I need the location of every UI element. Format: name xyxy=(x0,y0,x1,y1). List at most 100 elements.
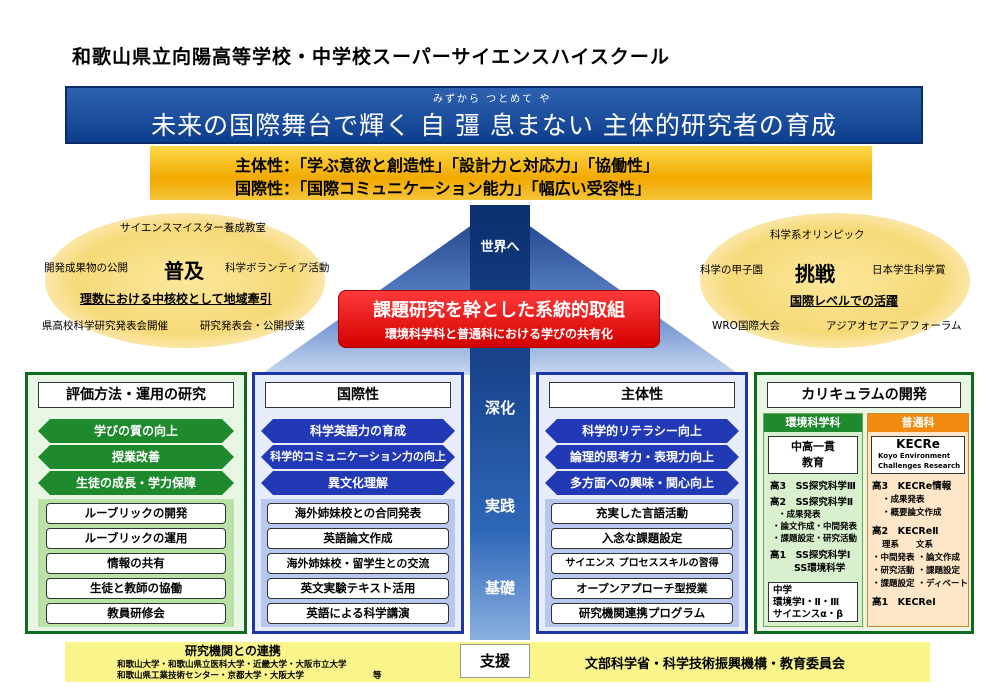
auto-hex-1: 科学的リテラシー向上 xyxy=(545,419,739,443)
env-track-head: 環境科学科 xyxy=(764,414,862,432)
gen-kecre: KECRe xyxy=(896,437,940,451)
right-blob-title: 挑戦 xyxy=(795,262,835,286)
column-eval: 評価方法・運用の研究 学びの質の向上 授業改善 生徒の成長・学力保障 ルーブリッ… xyxy=(25,372,247,634)
env-integrated-line2: 教育 xyxy=(802,456,824,469)
left-item-right: 科学ボランティア活動 xyxy=(225,262,330,274)
left-item-bl: 県高校科学研究発表会開催 xyxy=(42,320,168,332)
core-box: 課題研究を幹とした系統的取組 環境科学科と普通科における学びの共有化 xyxy=(338,290,660,348)
gen-track-head: 普通科 xyxy=(868,414,968,432)
eval-box-1: ルーブリックの開発 xyxy=(46,503,226,524)
env-line-4: ・論文作成・中間発表 xyxy=(772,522,858,532)
right-underline: 国際レベルでの活躍 xyxy=(790,294,899,308)
gen-kecre-box: KECRe Koyo Environment Challenges Resear… xyxy=(871,436,965,474)
intl-box-3: 海外姉妹校・留学生との交流 xyxy=(267,553,449,574)
intl-hex-3: 異文化理解 xyxy=(261,471,455,495)
gen-kecre-sub-2: Challenges Research xyxy=(878,462,961,470)
mission-banner: みずから つとめて や 未来の国際舞台で輝く 自 彊 息まない 主体的研究者の育… xyxy=(65,86,923,144)
env-junior-high: 中学 環境学Ⅰ・Ⅱ・Ⅲ サイエンスα・β xyxy=(768,582,858,622)
env-track: 環境科学科 中高一貫 教育 高3 SS探究科学Ⅲ 高2 SS探究科学Ⅱ ・成果発… xyxy=(763,413,863,627)
core-subtitle: 環境科学科と普通科における学びの共有化 xyxy=(384,327,613,341)
pillar-practice: 実践 xyxy=(484,497,515,515)
support-band: 研究機関との連携 和歌山大学・和歌山県立医科大学・近畿大学・大阪市立大学 和歌山… xyxy=(65,642,930,682)
env-integrated: 中高一貫 教育 xyxy=(768,436,858,474)
left-item-left: 開発成果物の公開 xyxy=(44,262,128,274)
traits-band: 主体性：「学ぶ意欲と創造性」「設計力と対応力」「協働性」 国際性：「国際コミュニ… xyxy=(150,146,872,200)
intl-box-1: 海外姉妹校との合同発表 xyxy=(267,503,449,524)
pillar-deepen: 深化 xyxy=(484,399,515,417)
column-auto-head: 主体性 xyxy=(549,382,735,408)
eval-box-2: ルーブリックの運用 xyxy=(46,528,226,549)
column-curr: カリキュラムの開発 環境科学科 中高一貫 教育 高3 SS探究科学Ⅲ 高2 SS… xyxy=(754,372,974,634)
gen-line-4: 高2 KECReⅡ xyxy=(872,526,939,537)
gen-line-5: 理系 文系 xyxy=(882,540,934,550)
school-title: 和歌山県立向陽高等学校・中学校スーパーサイエンスハイスクール xyxy=(72,46,670,68)
eval-hex-1: 学びの質の向上 xyxy=(38,419,234,443)
auto-hex-3: 多方面への興味・関心向上 xyxy=(545,471,739,495)
footer-left-title: 研究機関との連携 xyxy=(185,644,281,658)
trait-international: 国際性：「国際コミュニケーション能力」「幅広い受容性」 xyxy=(235,179,651,198)
intl-hex-1: 科学英語力の育成 xyxy=(261,419,455,443)
eval-box-5: 教員研修会 xyxy=(46,603,226,624)
gen-line-1: 高3 KECRe情報 xyxy=(872,481,952,492)
right-item-br: アジアオセアニアフォーラム xyxy=(826,320,962,332)
eval-hex-3: 生徒の成長・学力保障 xyxy=(38,471,234,495)
core-title: 課題研究を幹とした系統的取組 xyxy=(373,300,625,321)
auto-box-4: オープンアプローチ型授業 xyxy=(551,578,733,599)
left-underline: 理数における中核校として地域牽引 xyxy=(80,292,272,306)
intl-box-4: 英文実験テキスト活用 xyxy=(267,578,449,599)
left-blob xyxy=(45,213,325,348)
mission-text: 未来の国際舞台で輝く 自 彊 息まない 主体的研究者の育成 xyxy=(151,111,837,140)
auto-hex-2: 論理的思考力・表現力向上 xyxy=(545,445,739,469)
env-jh-2: 環境学Ⅰ・Ⅱ・Ⅲ xyxy=(773,597,840,608)
footer-left-line2: 和歌山県工業技術センター・京都大学・大阪大学 xyxy=(117,671,305,681)
right-blob xyxy=(700,213,970,348)
footer-support: 支援 xyxy=(460,644,530,678)
env-line-7: SS環境科学 xyxy=(794,563,846,574)
auto-box-2: 入念な課題設定 xyxy=(551,528,733,549)
footer-right: 文部科学省・科学技術振興機構・教育委員会 xyxy=(585,657,846,672)
env-line-3: ・成果発表 xyxy=(778,510,821,520)
center-pillar: 世界へ 深化 実践 基礎 xyxy=(470,205,530,640)
eval-box-3: 情報の共有 xyxy=(46,553,226,574)
eval-hex-2: 授業改善 xyxy=(38,445,234,469)
intl-box-2: 英語論文作成 xyxy=(267,528,449,549)
auto-box-1: 充実した言語活動 xyxy=(551,503,733,524)
gen-track: 普通科 KECRe Koyo Environment Challenges Re… xyxy=(867,413,969,627)
env-line-5: ・課題設定・研究活動 xyxy=(772,534,858,544)
right-item-left: 科学の甲子園 xyxy=(700,264,763,276)
gen-line-3: ・概要論文作成 xyxy=(882,508,942,518)
right-item-top: 科学系オリンピック xyxy=(770,229,865,241)
gen-line-8: ・課題設定 ・ディベート xyxy=(872,579,968,589)
gen-line-6: ・中間発表 ・論文作成 xyxy=(872,553,960,563)
gen-line-2: ・成果発表 xyxy=(882,495,925,505)
intl-hex-2: 科学的コミュニケーション力の向上 xyxy=(261,445,455,469)
mission-ruby: みずから つとめて や xyxy=(433,94,552,105)
left-item-br: 研究発表会・公開授業 xyxy=(200,320,305,332)
column-curr-head: カリキュラムの開発 xyxy=(767,382,961,408)
column-auto: 主体性 科学的リテラシー向上 論理的思考力・表現力向上 多方面への興味・関心向上… xyxy=(536,372,748,634)
left-blob-title: 普及 xyxy=(164,259,204,283)
intl-box-5: 英語による科学講演 xyxy=(267,603,449,624)
env-line-6: 高1 SS探究科学Ⅰ xyxy=(770,550,851,561)
column-eval-head: 評価方法・運用の研究 xyxy=(38,382,234,408)
footer-left-line1: 和歌山大学・和歌山県立医科大学・近畿大学・大阪市立大学 xyxy=(117,660,347,670)
gen-kecre-sub-1: Koyo Environment xyxy=(878,452,951,460)
gen-line-9: 高1 KECReⅠ xyxy=(872,597,936,608)
pillar-world: 世界へ xyxy=(480,240,520,255)
right-item-right: 日本学生科学賞 xyxy=(872,264,946,276)
env-jh-1: 中学 xyxy=(773,585,793,596)
env-jh-3: サイエンスα・β xyxy=(773,609,844,620)
env-line-2: 高2 SS探究科学Ⅱ xyxy=(770,497,854,508)
eval-box-4: 生徒と教師の協働 xyxy=(46,578,226,599)
trait-autonomy: 主体性：「学ぶ意欲と創造性」「設計力と対応力」「協働性」 xyxy=(235,156,660,175)
footer-left-etc: 等 xyxy=(373,671,382,681)
auto-box-3: サイエンス プロセススキルの習得 xyxy=(551,553,733,574)
left-item-top: サイエンスマイスター養成教室 xyxy=(120,222,267,234)
gen-line-7: ・研究活動 ・課題設定 xyxy=(872,566,960,576)
right-item-bl: WRO国際大会 xyxy=(712,320,780,332)
column-intl-head: 国際性 xyxy=(265,382,451,408)
pillar-base: 基礎 xyxy=(484,579,515,597)
auto-box-5: 研究機関連携プログラム xyxy=(551,603,733,624)
env-line-1: 高3 SS探究科学Ⅲ xyxy=(770,481,856,492)
env-integrated-line1: 中高一貫 xyxy=(791,440,835,453)
